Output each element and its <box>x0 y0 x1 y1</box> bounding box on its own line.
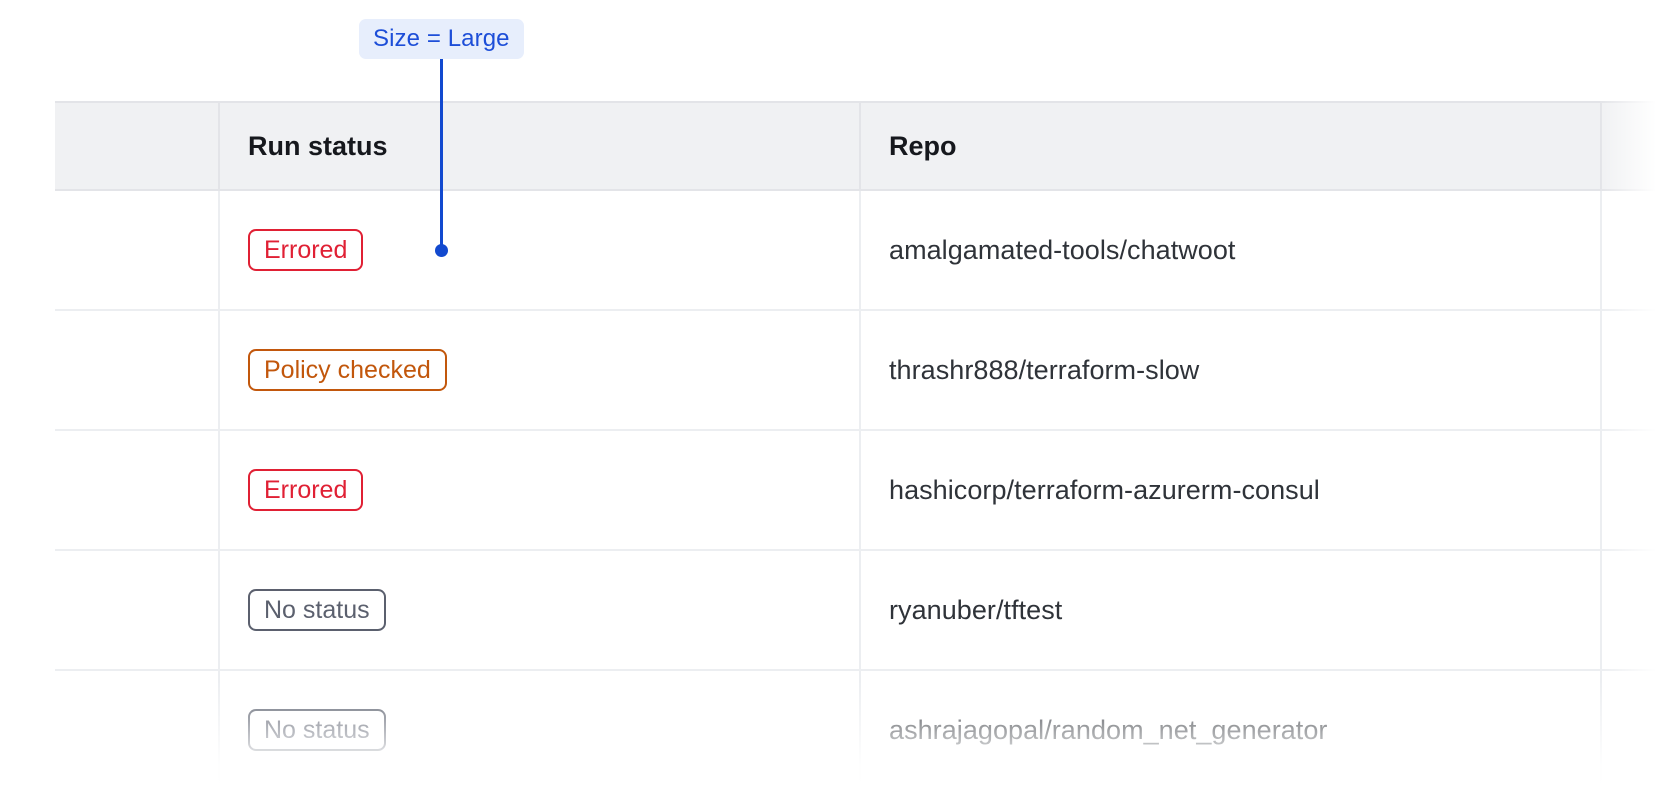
status-badge[interactable]: No status <box>248 589 386 631</box>
run-status-cell: No status <box>219 670 861 788</box>
table-viewport: Run status Repo Errored amalgamated <box>0 101 1672 788</box>
table-row[interactable]: Policy checked thrashr888/terraform-slow <box>55 310 1672 431</box>
annotation-connector-dot <box>435 244 448 257</box>
repo-name: thrashr888/terraform-slow <box>889 354 1200 385</box>
row-gutter-cell <box>55 310 220 431</box>
repo-cell: thrashr888/terraform-slow <box>860 310 1602 431</box>
row-tail-cell <box>1601 550 1672 671</box>
run-status-cell-inner: No status <box>220 589 859 631</box>
column-header-run-status[interactable]: Run status <box>219 101 861 191</box>
status-badge[interactable]: Errored <box>248 469 364 511</box>
annotation-badge-label: Size = Large <box>373 25 510 52</box>
column-header-run-status-label: Run status <box>248 130 388 161</box>
header-row: Run status Repo <box>55 101 1672 191</box>
table-header: Run status Repo <box>55 101 1672 191</box>
row-gutter-cell <box>55 430 220 551</box>
annotation-badge: Size = Large <box>359 19 524 59</box>
status-badge[interactable]: No status <box>248 709 386 751</box>
repo-cell-inner: hashicorp/terraform-azurerm-consul <box>861 475 1600 506</box>
row-gutter-cell <box>55 190 220 311</box>
status-badge[interactable]: Policy checked <box>248 349 447 391</box>
status-badge-label: Policy checked <box>264 355 431 384</box>
row-tail-cell <box>1601 430 1672 551</box>
table-row[interactable]: No status ryanuber/tftest <box>55 550 1672 671</box>
repo-cell-inner: ryanuber/tftest <box>861 595 1600 626</box>
repo-cell: amalgamated-tools/chatwoot <box>860 190 1602 311</box>
column-header-repo[interactable]: Repo <box>860 101 1602 191</box>
run-status-cell-inner: Errored <box>220 469 859 511</box>
repo-name: hashicorp/terraform-azurerm-consul <box>889 474 1320 505</box>
run-status-table: Run status Repo Errored amalgamated <box>55 101 1672 788</box>
repo-name: ashrajagopal/random_net_generator <box>889 714 1328 745</box>
repo-cell: ashrajagopal/random_net_generator <box>860 670 1602 788</box>
repo-cell-inner: thrashr888/terraform-slow <box>861 355 1600 386</box>
run-status-cell: Policy checked <box>219 310 861 431</box>
repo-cell: hashicorp/terraform-azurerm-consul <box>860 430 1602 551</box>
run-status-cell: No status <box>219 550 861 671</box>
status-badge-label: No status <box>264 595 370 624</box>
table-body: Errored amalgamated-tools/chatwoot <box>55 190 1672 788</box>
status-badge-label: No status <box>264 715 370 744</box>
repo-cell-inner: amalgamated-tools/chatwoot <box>861 235 1600 266</box>
column-header-repo-label: Repo <box>889 130 957 161</box>
run-status-cell-inner: Policy checked <box>220 349 859 391</box>
row-tail-cell <box>1601 670 1672 788</box>
table-row[interactable]: No status ashrajagopal/random_net_genera… <box>55 670 1672 788</box>
table-row[interactable]: Errored hashicorp/terraform-azurerm-cons… <box>55 430 1672 551</box>
status-badge-label: Errored <box>264 475 348 504</box>
annotation-connector-line <box>440 59 443 252</box>
row-tail-cell <box>1601 310 1672 431</box>
repo-cell: ryanuber/tftest <box>860 550 1602 671</box>
status-badge-label: Errored <box>264 235 348 264</box>
repo-name: amalgamated-tools/chatwoot <box>889 234 1236 265</box>
row-gutter-cell <box>55 550 220 671</box>
run-status-cell: Errored <box>219 190 861 311</box>
row-tail-cell <box>1601 190 1672 311</box>
column-header-tail <box>1601 101 1672 191</box>
table-row[interactable]: Errored amalgamated-tools/chatwoot <box>55 190 1672 311</box>
run-status-cell: Errored <box>219 430 861 551</box>
run-status-cell-inner: Errored <box>220 229 859 271</box>
repo-cell-inner: ashrajagopal/random_net_generator <box>861 715 1600 746</box>
row-gutter-cell <box>55 670 220 788</box>
repo-name: ryanuber/tftest <box>889 594 1063 625</box>
column-header-gutter <box>55 101 220 191</box>
run-status-cell-inner: No status <box>220 709 859 751</box>
status-badge[interactable]: Errored <box>248 229 364 271</box>
